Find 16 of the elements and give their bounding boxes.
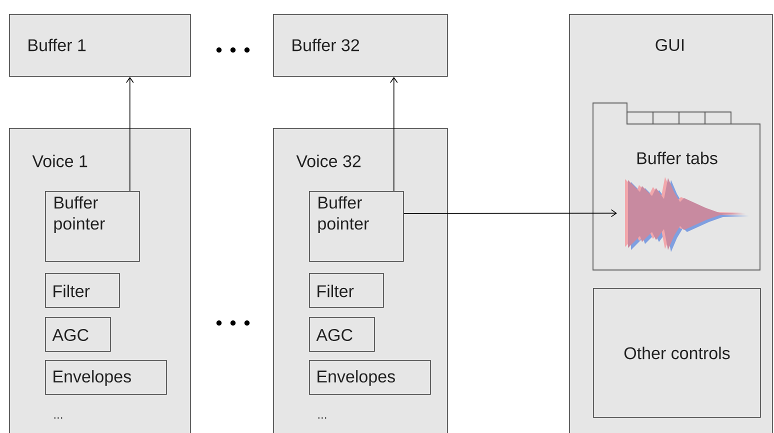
- arrow: [404, 209, 617, 218]
- component-box: AGC: [309, 317, 375, 352]
- arrow: [390, 76, 398, 192]
- ellipsis-text: ...: [318, 417, 326, 419]
- arrow: [126, 76, 134, 192]
- component-box: Envelopes: [45, 360, 167, 395]
- component-box: AGC: [45, 317, 111, 352]
- component-box: Buffer pointer: [309, 191, 404, 262]
- controls-box: Other controls: [593, 288, 761, 418]
- buffer-box: Buffer 1: [9, 14, 191, 77]
- component-box: Filter: [45, 273, 120, 308]
- ellipsis-text: ...: [54, 417, 62, 419]
- component-box: Envelopes: [309, 360, 431, 395]
- component-box: Filter: [309, 273, 384, 308]
- buffer-box: Buffer 32: [273, 14, 448, 77]
- component-box: Buffer pointer: [45, 191, 140, 262]
